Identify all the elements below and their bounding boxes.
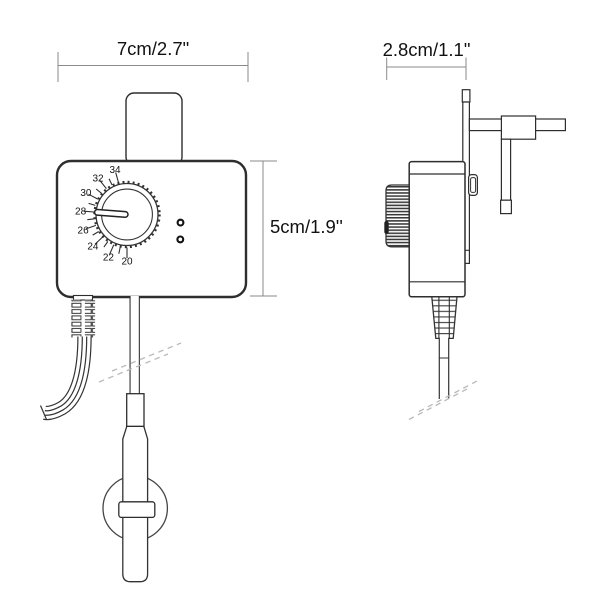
wall-plate-top-tab — [461, 89, 471, 103]
mounting-clip-inner — [470, 177, 477, 193]
dial-scale-number: 32 — [92, 174, 104, 185]
power-cord-strain-relief — [71, 294, 96, 338]
mounting-bracket-foot — [500, 199, 513, 215]
dial-tick — [94, 236, 104, 245]
knob-teeth — [93, 180, 161, 249]
strain-relief-ribs-right — [84, 299, 96, 338]
dial-tick — [87, 218, 95, 221]
knob-pointer — [93, 208, 129, 219]
height-dimension-label: 5cm/1.9'' — [270, 216, 343, 237]
led-indicator-bottom — [176, 235, 185, 244]
dial-tick — [115, 172, 120, 183]
break-dash-line — [111, 342, 182, 372]
dial-tick — [108, 178, 113, 186]
power-cord-end-cap — [39, 405, 48, 420]
mounting-bracket-bar — [500, 138, 512, 201]
depth-dimension: 2.8cm/1.1" — [383, 39, 471, 80]
dial-scale-number: 22 — [103, 253, 115, 264]
dial-tick — [92, 231, 99, 236]
dial-scale-number: 24 — [87, 242, 99, 253]
cable-break-marks — [98, 342, 182, 383]
plug-pin-block — [500, 115, 537, 140]
dial-scale-number: 34 — [109, 165, 121, 176]
cable-break-marks-side — [408, 379, 479, 421]
depth-dimension-label: 2.8cm/1.1" — [383, 39, 471, 60]
device-body-side — [408, 160, 466, 298]
dial-tick — [83, 210, 95, 213]
dial-tick — [118, 246, 121, 254]
hanging-tab — [125, 92, 183, 166]
break-dash-line — [98, 353, 169, 383]
plug-pin-assembly — [468, 115, 566, 215]
power-cord-core-fill — [44, 336, 87, 415]
dial-tick — [95, 188, 102, 194]
dial-tick — [88, 202, 96, 206]
height-dimension: 5cm/1.9'' — [250, 160, 343, 297]
strain-relief-side-body — [431, 296, 458, 340]
dial-scale-number: 28 — [75, 206, 87, 217]
led-indicator-top — [176, 218, 185, 227]
device-body-side-outline — [408, 160, 466, 298]
mounting-clip — [468, 174, 479, 197]
dial-tick — [88, 193, 99, 200]
strain-relief-collar — [72, 294, 94, 301]
break-dash-line — [418, 379, 479, 413]
sensor-cable-side — [438, 337, 450, 399]
dial-tick — [85, 224, 97, 230]
power-cord — [39, 336, 92, 421]
dial-tick — [103, 241, 109, 248]
dial-scale-number: 26 — [78, 225, 90, 236]
dial-scale-number: 20 — [121, 256, 133, 267]
strain-relief-side — [431, 296, 458, 340]
dial-tick — [109, 244, 115, 255]
sensor-probe-assembly — [102, 393, 169, 583]
dial-tick — [99, 180, 107, 190]
dial-scale-number: 30 — [80, 188, 92, 199]
side-view: 2.8cm/1.1" — [383, 39, 566, 421]
knob-pointer-mark — [384, 221, 389, 234]
strain-relief-ribs-left — [71, 299, 82, 338]
width-dimension: 7cm/2.7" — [57, 38, 249, 82]
width-dimension-label: 7cm/2.7" — [117, 38, 189, 59]
break-dash-line — [408, 387, 469, 421]
probe-clip — [118, 501, 156, 519]
sensor-probe-sleeve — [126, 393, 145, 427]
knob-side — [385, 184, 410, 248]
